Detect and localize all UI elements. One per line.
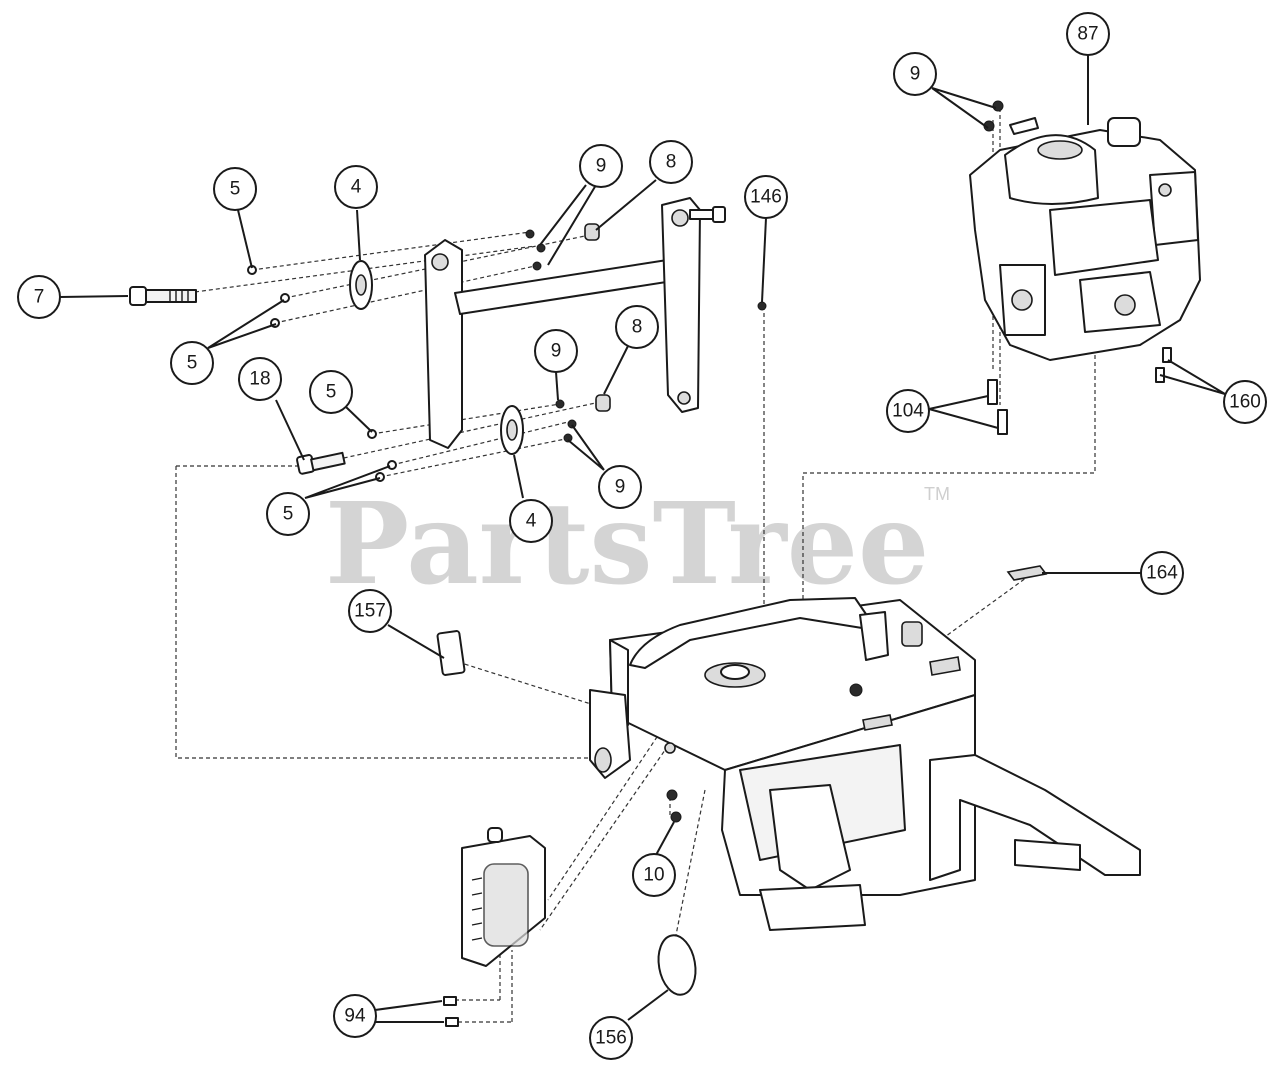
callout-8-upper-label: 8	[666, 152, 677, 173]
callout-87-label: 87	[1077, 24, 1098, 45]
callout-5-left-label: 5	[187, 353, 198, 374]
callout-8-lower: 8	[615, 305, 659, 349]
callouts: 87 9 146 9 8 5 4 7	[17, 12, 1267, 1060]
callout-5-bottom: 5	[266, 492, 310, 536]
callout-160-label: 160	[1229, 392, 1261, 413]
callout-94-label: 94	[344, 1006, 366, 1027]
bushings-8	[584, 223, 611, 412]
callout-94: 94	[333, 994, 377, 1038]
callout-leaders	[59, 55, 1226, 1023]
callout-9-middle: 9	[534, 329, 578, 373]
callout-156-label: 156	[595, 1028, 627, 1049]
callout-4-lower: 4	[509, 499, 553, 543]
bearing-4-upper	[349, 260, 373, 310]
callout-8-lower-label: 8	[632, 317, 643, 338]
nuts-9	[525, 229, 767, 443]
callout-5-left: 5	[170, 341, 214, 385]
engine-87	[969, 117, 1201, 361]
callout-7-label: 7	[34, 287, 45, 308]
callout-10: 10	[632, 853, 676, 897]
callout-164-label: 164	[1146, 563, 1178, 584]
callout-9-lower: 9	[598, 465, 642, 509]
callout-5-bottom-label: 5	[283, 504, 294, 525]
bolt-18	[296, 451, 346, 475]
callout-9-middle-label: 9	[551, 341, 562, 362]
callout-10-label: 10	[643, 865, 664, 886]
callout-5-middle-label: 5	[326, 382, 337, 403]
callout-9-lower-label: 9	[615, 477, 626, 498]
callout-5-top-label: 5	[230, 179, 241, 200]
watermark-trademark: TM	[924, 484, 950, 504]
callout-7: 7	[17, 275, 61, 319]
callout-160: 160	[1223, 380, 1267, 424]
callout-9-upper-label: 9	[596, 156, 607, 177]
filter-bracket-94	[443, 827, 546, 1027]
callout-9-engine: 9	[893, 52, 937, 96]
decal-164	[1006, 565, 1048, 581]
callout-8-upper: 8	[649, 140, 693, 184]
callout-4-lower-label: 4	[526, 511, 537, 532]
decal-157	[436, 630, 466, 676]
bearing-4-lower	[500, 405, 524, 455]
callout-4-upper: 4	[334, 165, 378, 209]
lift-frame	[424, 197, 726, 449]
callout-164: 164	[1140, 551, 1184, 595]
callout-157: 157	[348, 589, 392, 633]
callout-18-label: 18	[249, 369, 270, 390]
callout-104-label: 104	[892, 401, 924, 422]
callout-156: 156	[589, 1016, 633, 1060]
callout-18: 18	[238, 357, 282, 401]
callout-157-label: 157	[354, 601, 386, 622]
callout-146-label: 146	[750, 187, 782, 208]
callout-9-engine-label: 9	[910, 64, 921, 85]
callout-9-upper: 9	[579, 144, 623, 188]
o-ring-156	[657, 934, 697, 996]
chassis-deck	[589, 597, 1141, 931]
callout-146: 146	[744, 175, 788, 219]
callout-104: 104	[886, 389, 930, 433]
callout-4-upper-label: 4	[351, 177, 362, 198]
callout-87: 87	[1066, 12, 1110, 56]
callout-5-top: 5	[213, 167, 257, 211]
bolt-7	[129, 286, 197, 306]
callout-5-middle: 5	[309, 370, 353, 414]
